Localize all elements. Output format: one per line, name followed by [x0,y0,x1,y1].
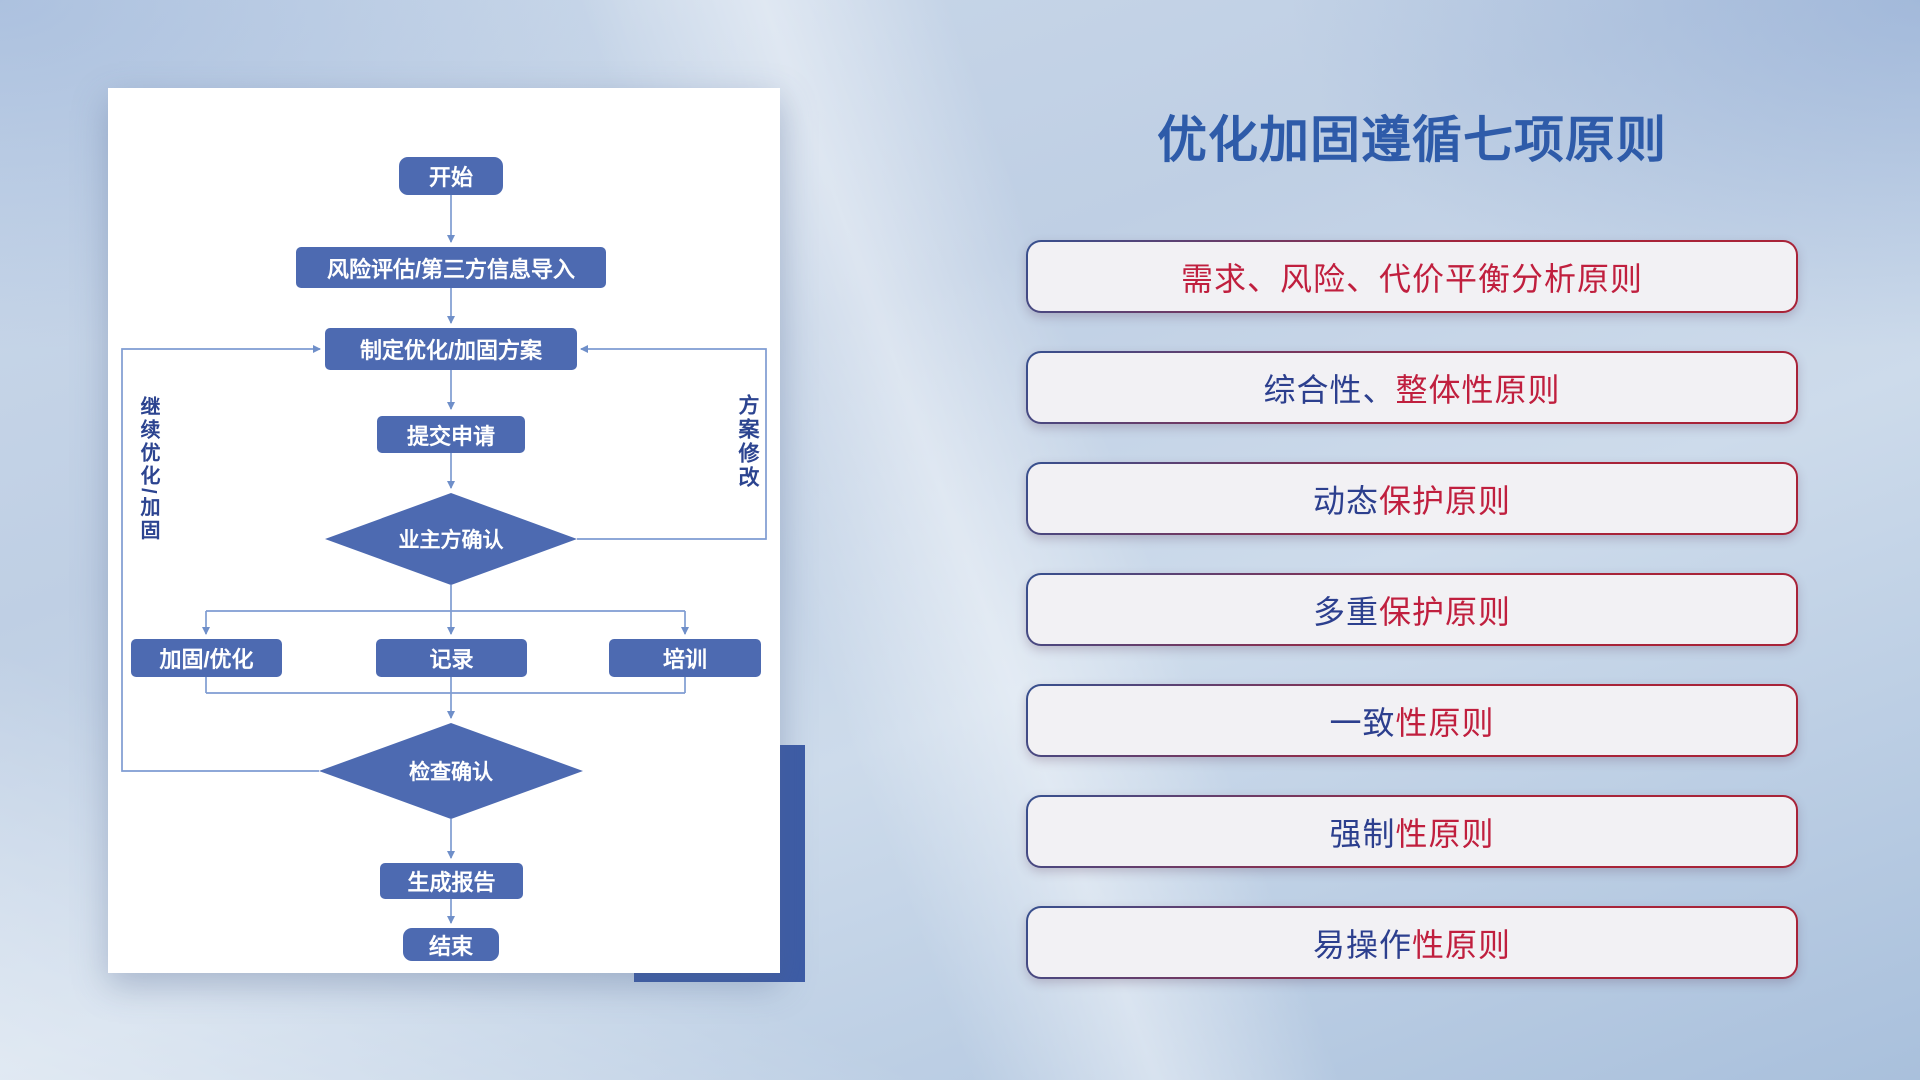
principle-text-red: 整体性原则 [1395,371,1561,408]
principle-text: 一致性原则 [1028,686,1796,755]
principle-text-blue: 动态 [1312,482,1379,519]
principle-box-6: 强制性原则 [1026,795,1798,868]
principle-text-red: 保护原则 [1379,482,1512,519]
flow-node-submit-request: 提交申请 [377,416,525,453]
flow-node-risk-import: 风险评估/第三方信息导入 [296,247,606,288]
flow-node-training: 培训 [609,639,761,677]
principle-text-blue: 易操作 [1312,926,1412,963]
principle-text-red: 性原则 [1395,815,1495,852]
flow-node-end: 结束 [403,928,499,961]
flow-node-harden-optimize: 加固/优化 [131,639,282,677]
principle-box-2: 综合性、整体性原则 [1026,351,1798,424]
loop-label-continue-optimize: 继续优化/加固 [137,396,159,543]
principle-text-blue: 强制 [1329,815,1396,852]
principle-text-red: 性原则 [1412,926,1512,963]
flowchart-card: 开始 风险评估/第三方信息导入 制定优化/加固方案 提交申请 业主方确认 加固/… [108,88,780,973]
principle-box-3: 动态保护原则 [1026,462,1798,535]
principle-box-1: 需求、风险、代价平衡分析原则 [1026,240,1798,313]
flow-node-generate-report: 生成报告 [380,863,523,899]
principle-box-4: 多重保护原则 [1026,573,1798,646]
principle-text-red: 保护原则 [1379,593,1512,630]
principle-text: 多重保护原则 [1028,575,1796,644]
principle-text-blue: 一致 [1329,704,1396,741]
principle-text-red: 需求、风险、代价平衡分析原则 [1180,260,1643,297]
flow-connectors [121,195,767,924]
principle-text: 动态保护原则 [1028,464,1796,533]
principle-text: 强制性原则 [1028,797,1796,866]
flow-node-record: 记录 [376,639,527,677]
flow-node-start: 开始 [399,157,503,195]
principle-box-7: 易操作性原则 [1026,906,1798,979]
principle-text: 易操作性原则 [1028,908,1796,977]
principle-text-blue: 多重 [1312,593,1379,630]
principle-text-red: 性原则 [1395,704,1495,741]
loop-label-plan-revise: 方案修改 [736,394,759,490]
principle-text: 需求、风险、代价平衡分析原则 [1028,242,1796,311]
flow-node-make-plan: 制定优化/加固方案 [325,328,577,370]
principle-text: 综合性、整体性原则 [1028,353,1796,422]
principles-list: 需求、风险、代价平衡分析原则 综合性、整体性原则 动态保护原则 多重保护原则 一… [1026,240,1798,979]
principle-box-5: 一致性原则 [1026,684,1798,757]
page-title: 优化加固遵循七项原则 [1157,112,1667,168]
principle-text-blue: 综合性、 [1263,371,1396,408]
